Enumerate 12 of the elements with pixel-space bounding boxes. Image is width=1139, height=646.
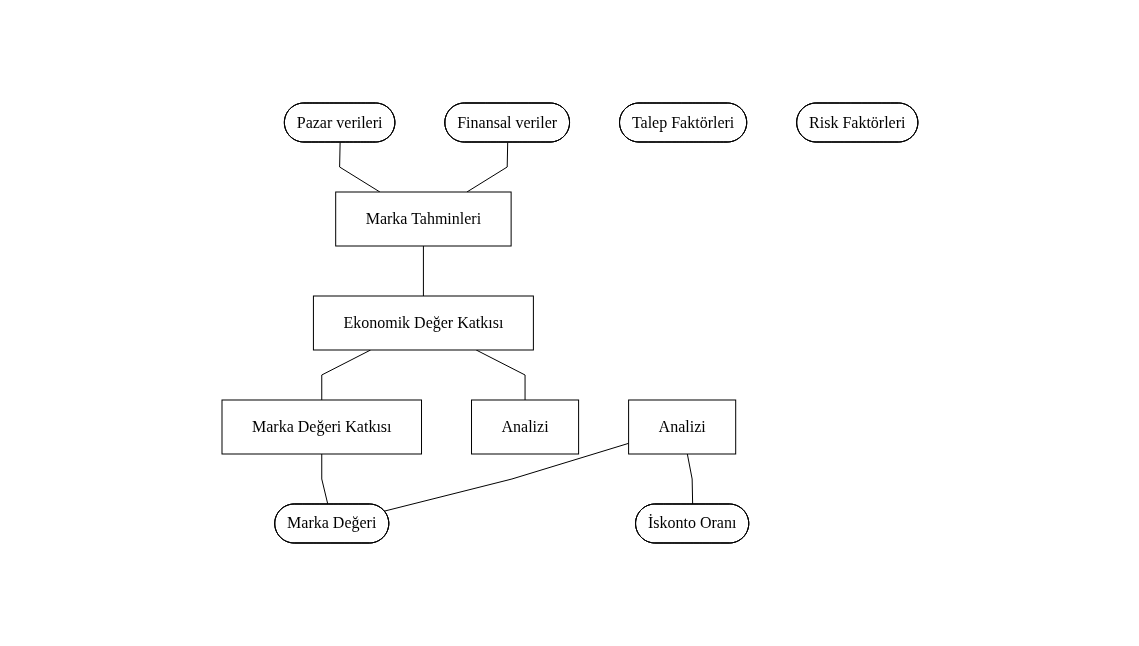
node-box: Ekonomik Değer Katkısı: [312, 295, 534, 351]
node-box: Analizi: [627, 399, 736, 455]
node-box: Marka Tahminleri: [334, 191, 512, 247]
connector: [422, 245, 424, 297]
connector: [686, 453, 693, 505]
node-box: Analizi: [470, 399, 579, 455]
node-box: Marka Değeri Katkısı: [221, 399, 422, 455]
connector: [320, 349, 371, 401]
connector: [466, 142, 508, 193]
connector: [320, 453, 328, 505]
connector: [338, 142, 380, 193]
connector: [383, 442, 629, 512]
